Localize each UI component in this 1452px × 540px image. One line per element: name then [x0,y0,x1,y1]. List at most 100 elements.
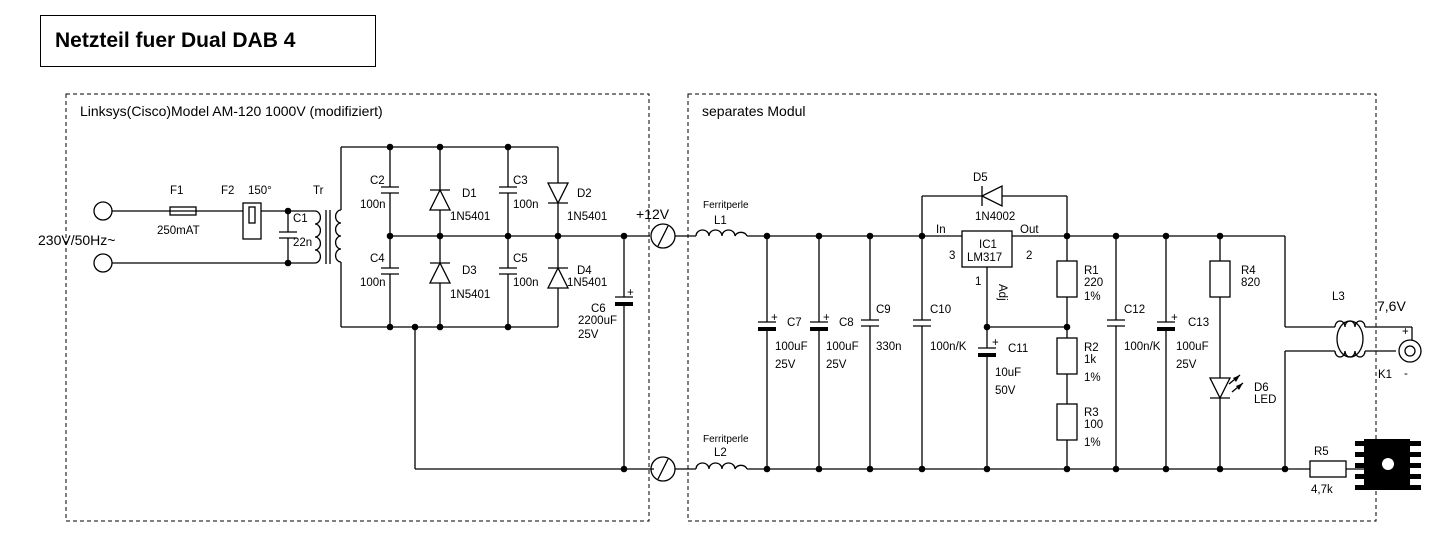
mains-input: 230V/50Hz~ [38,201,288,273]
c11-value: 10uF [995,367,1021,379]
l1-ref: L1 [714,215,727,227]
c4-ref: C4 [370,253,385,265]
c6-voltage: 25V [578,329,599,341]
r3-value: 100 [1084,419,1103,431]
r4-value: 820 [1241,277,1260,289]
c13-ref: C13 [1188,317,1209,329]
capacitor-c8: + C8 100uF 25V [810,232,859,473]
capacitor-c7: + C7 100uF 25V [758,232,808,473]
d1-ref: D1 [462,188,477,200]
r5-ref: R5 [1314,446,1329,458]
c11-voltage: 50V [995,385,1016,397]
diagram-title: Netzteil fuer Dual DAB 4 [55,29,296,52]
r2-tol: 1% [1084,372,1101,384]
c13-plus: + [1171,312,1178,324]
capacitor-c5: C5 100n [499,236,539,331]
diode-d3: D3 1N5401 [428,236,490,331]
k1-ref: K1 [1378,369,1392,381]
ic1-value: LM317 [967,252,1002,264]
c2-value: 100n [360,199,386,211]
c6-value: 2200uF [578,315,617,327]
connector-plus: +12V [636,206,676,249]
resistor-r1: R1 220 1% [1056,236,1103,327]
c9-ref: C9 [876,304,891,316]
diode-d1: D1 1N5401 [428,143,490,240]
d5-ref: D5 [973,172,988,184]
c11-ref: C11 [1008,343,1028,355]
c1-value: 22n [293,237,312,249]
c3-value: 100n [513,199,539,211]
r1-value: 220 [1084,277,1103,289]
capacitor-c2: C2 100n [360,143,399,240]
left-module-label: Linksys(Cisco)Model AM-120 1000V (modifi… [80,103,383,119]
diode-d2: D2 1N5401 [546,147,607,240]
capacitor-c1: C1 22n [279,207,312,267]
c1-ref: C1 [293,213,308,225]
right-module-boundary [687,93,1377,522]
capacitor-c10: C10 100n/K [913,232,967,473]
d6-value: LED [1254,394,1276,406]
resistor-r4: R4 820 [1209,232,1260,378]
capacitor-c4: C4 100n [360,236,399,331]
c3-ref: C3 [513,175,528,187]
f1-value: 250mAT [157,225,200,237]
c12-ref: C12 [1124,304,1145,316]
diode-d5: D5 1N4002 [921,172,1068,236]
r3-ref: R3 [1084,407,1099,419]
ic1-ref: IC1 [979,239,997,251]
led-d6: D6 LED [1208,374,1276,473]
l2-ref: L2 [714,447,727,459]
capacitor-c12: C12 100n/K [1107,232,1161,473]
capacitor-c9: C9 330n [861,232,902,473]
d4-value: 1N5401 [567,277,607,289]
c6-plus: + [627,287,634,299]
k1-minus: - [1404,368,1408,380]
r5-value: 4,7k [1311,484,1333,496]
f2-value: 150° [248,185,272,197]
capacitor-c11: + C11 10uF 50V [978,327,1028,473]
c10-ref: C10 [930,304,951,316]
c2-ref: C2 [370,175,385,187]
fuse-f1: F1 250mAT [157,185,200,237]
c7-ref: C7 [787,317,802,329]
diode-d4: D4 1N5401 [546,236,607,327]
resistor-r3: R3 100 1% [1056,403,1103,473]
capacitor-c13: + C13 100uF 25V [1157,232,1209,473]
regulator-ic1: IC1 LM317 In Out 3 2 1 Adj [936,224,1071,327]
resistor-r2: R2 1k 1% [1056,327,1101,404]
capacitor-c6: + C6 2200uF 25V [578,232,634,473]
r2-value: 1k [1084,354,1096,366]
k1-plus: + [1402,326,1409,338]
d2-ref: D2 [577,188,592,200]
ferrite-l2: Ferritperle L2 [695,434,749,470]
c8-voltage: 25V [826,359,847,371]
c5-ref: C5 [513,253,528,265]
d3-ref: D3 [462,265,477,277]
ic1-pin1: 1 [975,276,981,288]
c5-value: 100n [513,277,539,289]
ic1-pin2: 2 [1026,250,1032,262]
plus12-label: +12V [636,206,670,222]
transformer-tr: Tr [288,147,342,327]
ic1-pin-out: Out [1020,224,1039,236]
r1-ref: R1 [1084,265,1099,277]
l2-type: Ferritperle [703,434,749,445]
c13-value: 100uF [1176,341,1209,353]
d1-value: 1N5401 [450,211,490,223]
d4-ref: D4 [577,265,592,277]
tr-ref: Tr [313,185,324,197]
c9-value: 330n [876,341,902,353]
c6-ref: C6 [591,303,606,315]
capacitor-c3: C3 100n [499,143,539,240]
choke-l3: L3 [1332,291,1366,358]
r4-ref: R4 [1241,265,1256,277]
f1-ref: F1 [170,185,183,197]
c8-ref: C8 [839,317,854,329]
connector-minus [650,456,676,482]
c10-value: 100n/K [930,341,967,353]
d2-value: 1N5401 [567,211,607,223]
c8-plus: + [823,312,830,324]
output-jack-k1: 7,6V + K1 - [1377,298,1422,381]
r3-tol: 1% [1084,437,1101,449]
c13-voltage: 25V [1176,359,1197,371]
